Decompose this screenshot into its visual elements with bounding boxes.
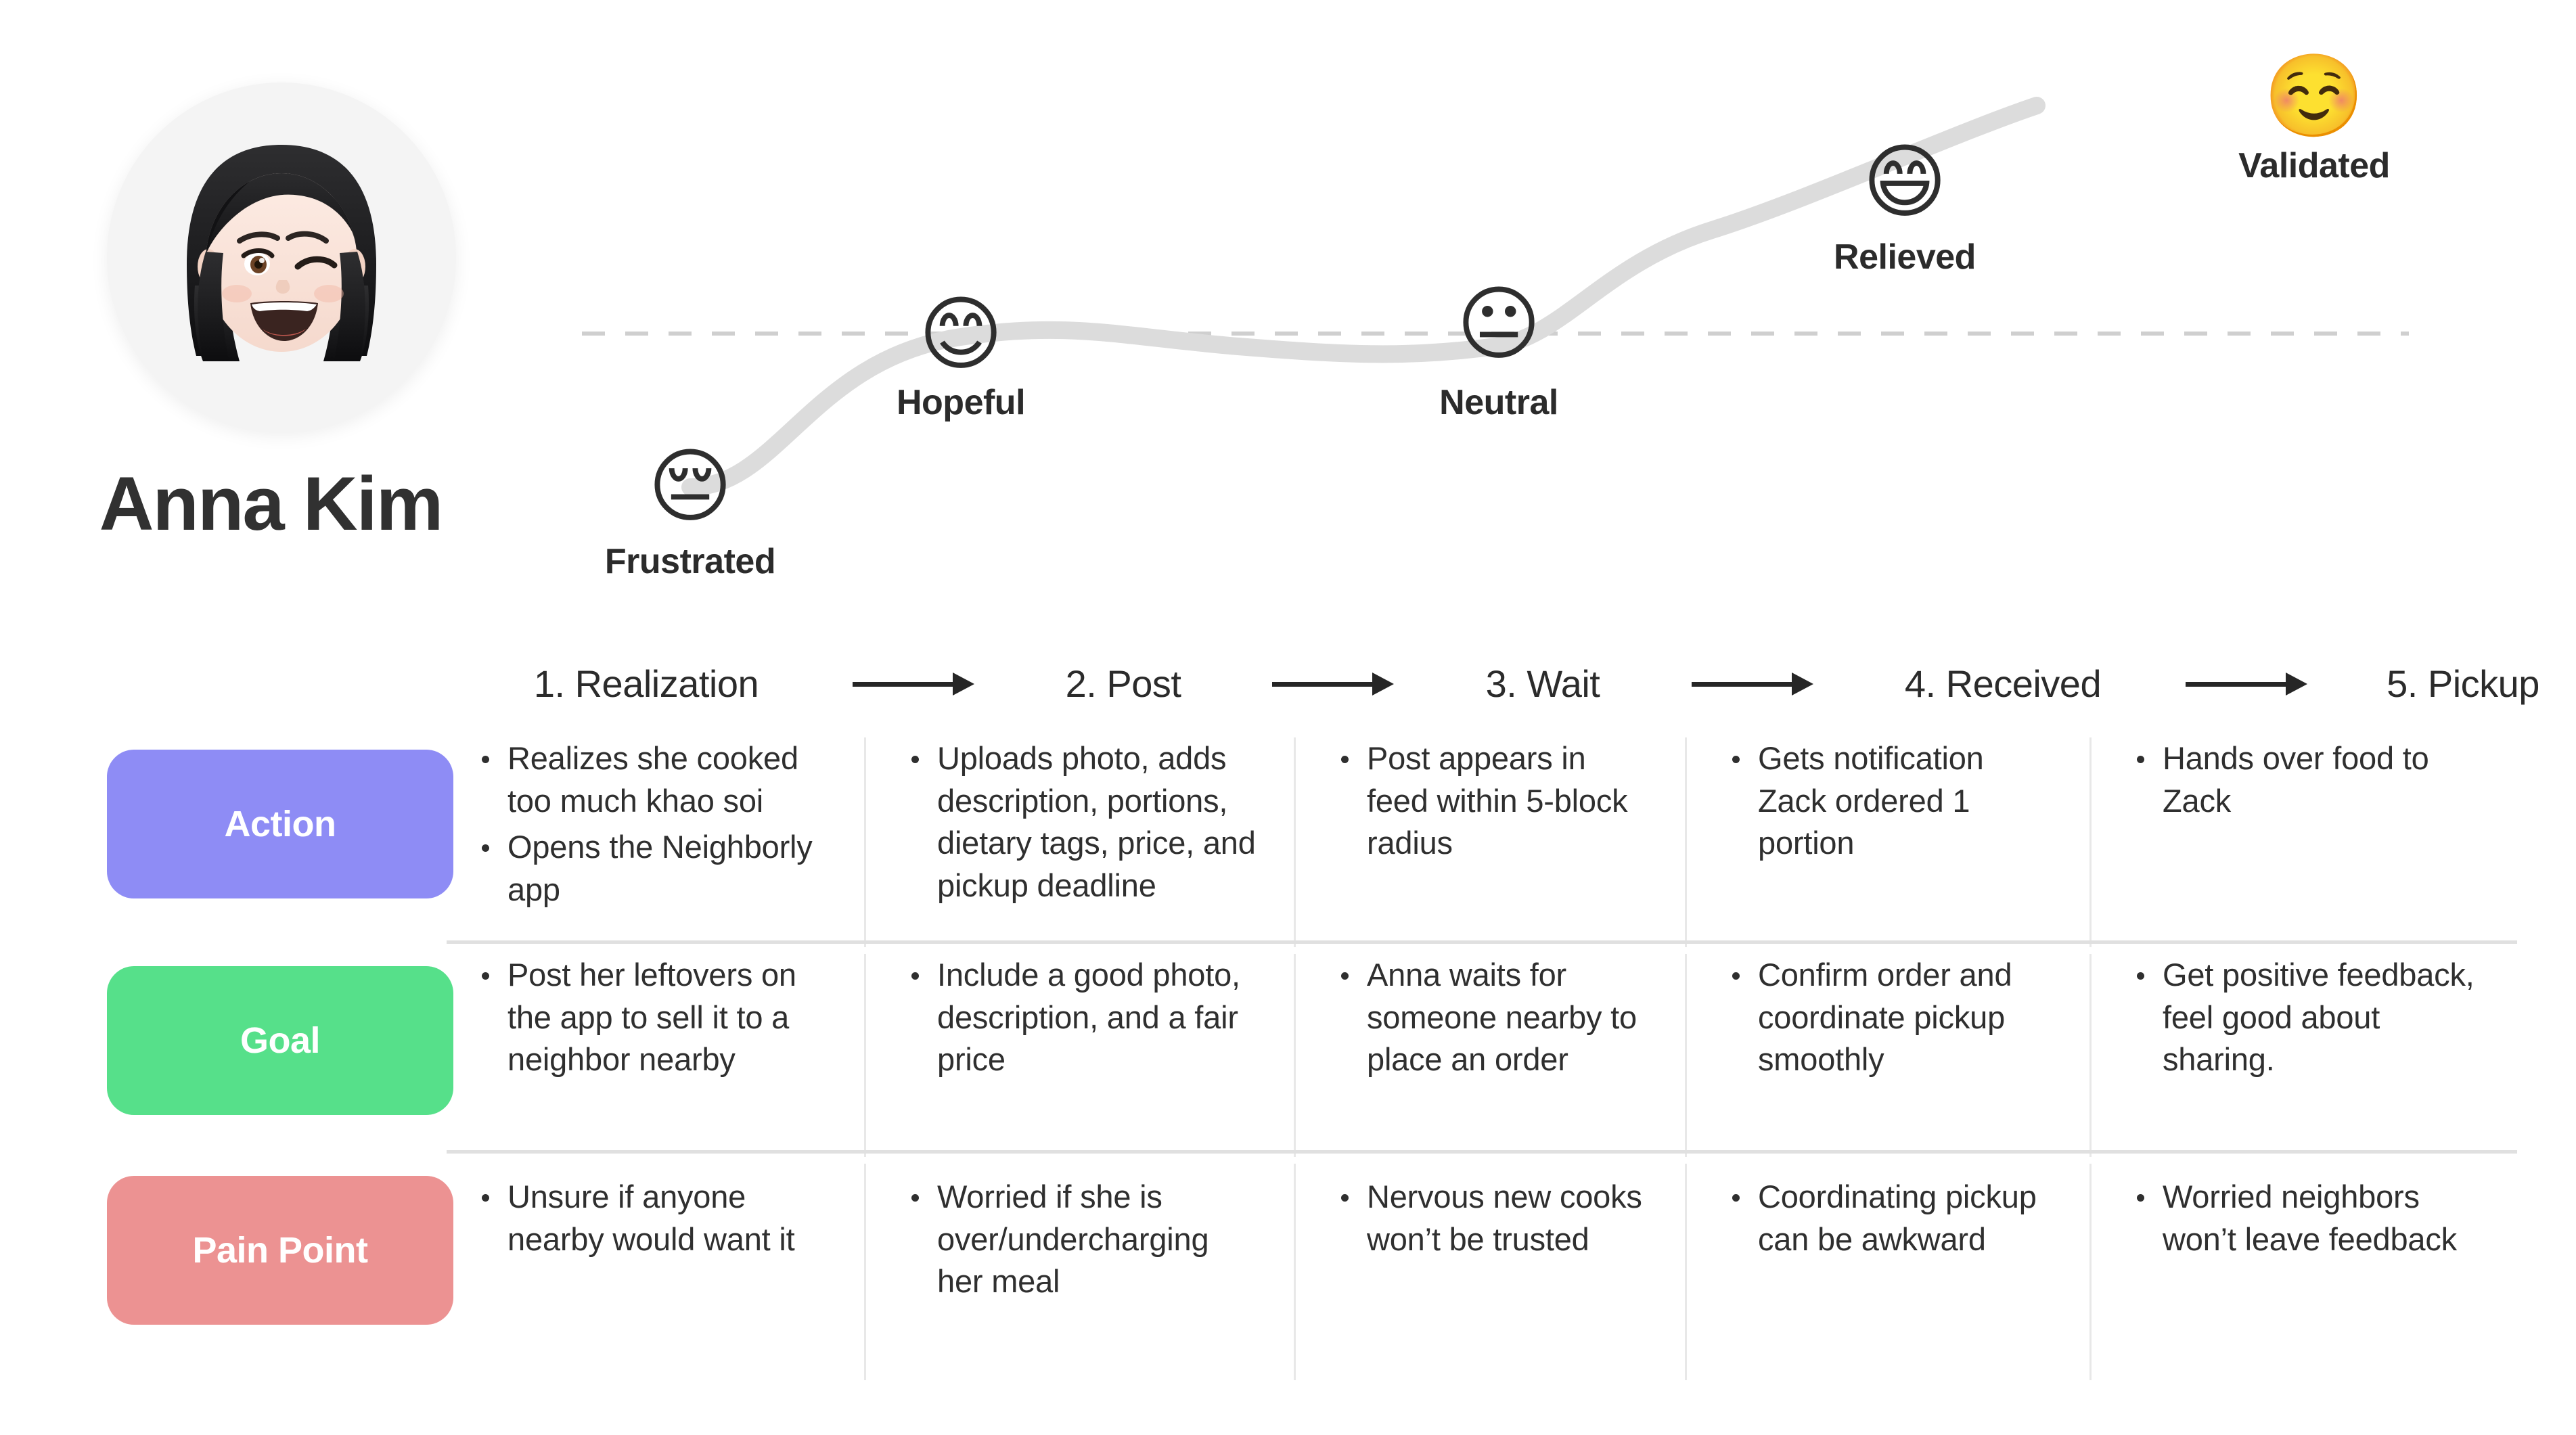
column-divider-4c <box>2089 1164 2092 1380</box>
column-divider-1c <box>864 1164 866 1380</box>
list-item: Nervous new cooks won’t be trusted <box>1334 1176 1652 1260</box>
journey-stage-header-row: 1. Realization 2. Post 3. Wait 4. Receiv… <box>447 646 2540 721</box>
stage-header-1-realization[interactable]: 1. Realization <box>533 662 759 705</box>
column-divider-3c <box>1685 1164 1687 1380</box>
cell-goal-pickup: Get positive feedback, feel good about s… <box>2130 954 2499 1085</box>
list-item: Anna waits for someone nearby to place a… <box>1334 954 1652 1081</box>
emotion-label-frustrated: Frustrated <box>604 542 776 581</box>
page-title: Anna Kim <box>99 461 444 546</box>
cell-goal-post: Include a good photo, description, and a… <box>905 954 1284 1085</box>
list-item: Confirm order and coordinate pickup smoo… <box>1725 954 2056 1081</box>
column-divider-1 <box>864 737 866 947</box>
cell-action-post: Uploads photo, adds description, portion… <box>905 737 1284 911</box>
row-badge-action-label: Action <box>224 804 337 844</box>
cell-painpoint-wait: Nervous new cooks won’t be trusted <box>1334 1176 1676 1265</box>
list-item: Worried neighbors won’t leave feedback <box>2130 1176 2458 1260</box>
stage-arrow-4-to-5 <box>2186 673 2307 696</box>
memoji-winking-woman-avatar-icon <box>187 145 376 361</box>
emotion-label-hopeful: Hopeful <box>896 383 1026 422</box>
emotion-label-relieved: Relieved <box>1834 237 1976 277</box>
list-item: Hands over food to Zack <box>2130 737 2461 822</box>
column-divider-4b <box>2089 954 2092 1157</box>
avatar <box>107 83 456 432</box>
row-badge-goal: Goal <box>107 966 453 1115</box>
emotion-node-hopeful: 😊 <box>918 294 1003 375</box>
emotion-node-neutral: 😐 <box>1456 284 1541 365</box>
cell-painpoint-realization: Unsure if anyone nearby would want it <box>475 1176 840 1265</box>
column-divider-3b <box>1685 954 1687 1157</box>
list-item: Get positive feedback, feel good about s… <box>2130 954 2475 1081</box>
persona-block: Anna Kim <box>0 0 541 609</box>
stage-arrow-1-to-2 <box>853 673 974 696</box>
list-item: Opens the Neighborly app <box>475 826 830 911</box>
emotion-curve-path <box>681 97 2046 496</box>
stage-arrow-3-to-4 <box>1692 673 1813 696</box>
emotion-curve-chart: 😔 Frustrated 😊 Hopeful 😐 Neutral 😄 Relie… <box>555 41 2576 636</box>
stage-header-4-received[interactable]: 4. Received <box>1904 662 2102 705</box>
row-badge-pain-point-label: Pain Point <box>192 1230 368 1271</box>
list-item: Worried if she is over/undercharging her… <box>905 1176 1249 1303</box>
list-item: Coordinating pickup can be awkward <box>1725 1176 2046 1260</box>
list-item: Uploads photo, adds description, portion… <box>905 737 1259 907</box>
emotion-label-neutral: Neutral <box>1439 383 1558 422</box>
list-item: Post her leftovers on the app to sell it… <box>475 954 830 1081</box>
row-separator-goal-painpoint <box>447 1150 2517 1154</box>
column-divider-2b <box>1294 954 1296 1157</box>
row-badge-pain-point: Pain Point <box>107 1176 453 1325</box>
list-item: Include a good photo, description, and a… <box>905 954 1259 1081</box>
cell-painpoint-received: Coordinating pickup can be awkward <box>1725 1176 2071 1265</box>
column-divider-2 <box>1294 737 1296 947</box>
emotion-node-validated: ☺️ <box>2263 56 2364 137</box>
list-item: Gets notification Zack ordered 1 portion <box>1725 737 2056 865</box>
smiling-face-icon: 😊 <box>918 288 1003 382</box>
column-divider-1b <box>864 954 866 1157</box>
stage-header-5-pickup[interactable]: 5. Pickup <box>2387 662 2539 705</box>
cell-action-realization: Realizes she cooked too much khao soi Op… <box>475 737 854 915</box>
list-item: Realizes she cooked too much khao soi <box>475 737 830 822</box>
column-divider-3 <box>1685 737 1687 947</box>
list-item: Post appears in feed within 5-block radi… <box>1334 737 1652 865</box>
emotion-curve-svg <box>582 97 2409 496</box>
stage-header-2-post[interactable]: 2. Post <box>1065 662 1181 705</box>
pensive-face-icon: 😔 <box>648 440 733 534</box>
cell-painpoint-post: Worried if she is over/undercharging her… <box>905 1176 1273 1307</box>
cell-goal-realization: Post her leftovers on the app to sell it… <box>475 954 854 1085</box>
cell-goal-received: Confirm order and coordinate pickup smoo… <box>1725 954 2081 1085</box>
stage-header-3-wait[interactable]: 3. Wait <box>1485 662 1600 705</box>
cell-painpoint-pickup: Worried neighbors won’t leave feedback <box>2130 1176 2482 1265</box>
neutral-face-icon: 😐 <box>1456 277 1541 371</box>
row-badge-goal-label: Goal <box>240 1020 321 1061</box>
emotion-label-validated: Validated <box>2238 146 2390 185</box>
emotion-node-relieved: 😄 <box>1862 142 1947 223</box>
column-divider-4 <box>2089 737 2092 947</box>
list-item: Unsure if anyone nearby would want it <box>475 1176 816 1260</box>
row-separator-action-goal <box>447 940 2517 944</box>
cell-action-wait: Post appears in feed within 5-block radi… <box>1334 737 1676 869</box>
column-divider-2c <box>1294 1164 1296 1380</box>
cell-action-received: Gets notification Zack ordered 1 portion <box>1725 737 2081 869</box>
emotion-node-frustrated: 😔 <box>648 447 732 528</box>
journey-map-grid: Action Realizes she cooked too much khao… <box>0 737 2576 1380</box>
row-badge-action: Action <box>107 750 453 898</box>
cell-goal-wait: Anna waits for someone nearby to place a… <box>1334 954 1676 1085</box>
relieved-smiling-face-icon: ☺️ <box>2263 49 2365 143</box>
stage-arrow-2-to-3 <box>1272 673 1394 696</box>
grinning-face-icon: 😄 <box>1862 135 1947 229</box>
cell-action-pickup: Hands over food to Zack <box>2130 737 2485 826</box>
